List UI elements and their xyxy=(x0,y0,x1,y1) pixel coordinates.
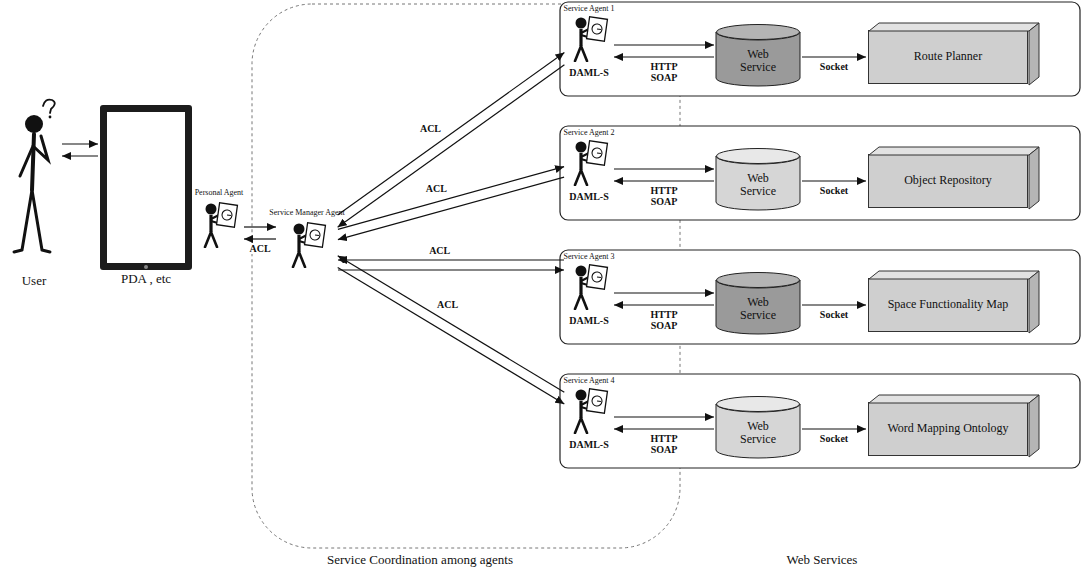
pda-device: PDA , etc xyxy=(100,105,192,270)
acl-connector xyxy=(802,180,866,181)
agent-node: Service Agent 2 DAML-S xyxy=(566,128,612,202)
agent-node: Service Agent 1 DAML-S xyxy=(566,4,612,78)
cylinder-top xyxy=(717,273,800,288)
connector-label: ACL xyxy=(424,183,449,194)
acl-connector xyxy=(614,428,714,429)
box-top-face xyxy=(869,271,1039,279)
cylinder-top xyxy=(717,397,800,412)
acl-connector xyxy=(338,259,564,260)
acl-connector xyxy=(338,177,564,240)
acl-connector xyxy=(244,238,276,239)
acl-connector xyxy=(802,428,866,429)
node-label: Service Agent 2 xyxy=(563,128,614,137)
node-sublabel: DAML-S xyxy=(569,191,608,202)
agent-node: Personal Agent xyxy=(196,188,242,258)
web-service-cylinder: Web Service xyxy=(716,396,800,458)
cylinder-body xyxy=(716,404,800,458)
box-top-face xyxy=(869,23,1039,31)
connector-label: Socket xyxy=(818,185,850,196)
acl-connector xyxy=(614,292,714,293)
backend-box: Word Mapping Ontology xyxy=(868,402,1028,456)
connector-label: Socket xyxy=(818,433,850,444)
region-caption: Web Services xyxy=(787,552,858,568)
user-figure xyxy=(14,100,55,252)
acl-connector xyxy=(614,44,714,45)
cylinder-body xyxy=(716,32,800,86)
node-label: Service Agent 4 xyxy=(563,376,614,385)
node-label: User xyxy=(22,273,47,289)
connector-label: HTTP SOAP xyxy=(645,433,683,455)
cylinder-top xyxy=(717,149,800,164)
box-side-face xyxy=(1029,395,1039,457)
node-label: Service Agent 3 xyxy=(563,252,614,261)
acl-connector xyxy=(338,167,564,230)
node-label: Route Planner xyxy=(906,47,990,67)
cylinder-body xyxy=(716,156,800,210)
acl-connector xyxy=(244,226,276,227)
node-label: PDA , etc xyxy=(121,271,171,287)
service-panels xyxy=(560,2,1080,468)
user-figure-node: User xyxy=(8,100,60,265)
node-label: Web Service xyxy=(730,420,786,446)
backend-box: Object Repository xyxy=(868,154,1028,208)
node-sublabel: DAML-S xyxy=(569,439,608,450)
node-label: Space Functionality Map xyxy=(880,295,1017,315)
cylinder-top xyxy=(717,25,800,40)
agent-node: Service Agent 4 DAML-S xyxy=(566,376,612,450)
agent-node: Service Manager Agent xyxy=(278,208,336,278)
acl-connector xyxy=(614,416,714,417)
node-sublabel: DAML-S xyxy=(569,67,608,78)
connector-label: Socket xyxy=(818,309,850,320)
pda-button xyxy=(144,265,148,269)
backend-box: Route Planner xyxy=(868,30,1028,84)
box-side-face xyxy=(1029,147,1039,209)
box-side-face xyxy=(1029,23,1039,85)
web-service-cylinder: Web Service xyxy=(716,272,800,334)
connector-label: Socket xyxy=(818,61,850,72)
web-service-cylinder: Web Service xyxy=(716,148,800,210)
cylinder-body xyxy=(716,280,800,334)
acl-connector xyxy=(338,53,565,215)
acl-connector xyxy=(802,56,866,57)
box-top-face xyxy=(869,395,1039,403)
node-label: Object Repository xyxy=(896,171,1000,191)
acl-connector xyxy=(62,155,98,156)
web-service-cylinder: Web Service xyxy=(716,24,800,86)
backend-box: Space Functionality Map xyxy=(868,278,1028,332)
node-label: Word Mapping Ontology xyxy=(879,419,1016,439)
acl-connector xyxy=(802,304,866,305)
connector-label: HTTP SOAP xyxy=(645,185,683,207)
acl-connector xyxy=(62,143,98,144)
acl-connector xyxy=(338,65,565,227)
connector-label: ACL xyxy=(435,299,460,310)
acl-connector xyxy=(614,304,714,305)
agent-node: Service Agent 3 DAML-S xyxy=(566,252,612,326)
node-sublabel: DAML-S xyxy=(569,315,608,326)
acl-connector xyxy=(614,168,714,169)
acl-connector xyxy=(338,269,564,270)
connector-label: ACL xyxy=(418,123,443,134)
connector-label: ACL xyxy=(247,243,272,254)
node-label: Web Service xyxy=(730,296,786,322)
node-label: Service Manager Agent xyxy=(269,208,345,217)
agent-figures xyxy=(205,17,607,433)
acl-connector xyxy=(614,56,714,57)
acl-connector xyxy=(338,256,565,393)
region-caption: Service Coordination among agents xyxy=(327,552,513,568)
node-label: Personal Agent xyxy=(195,188,244,197)
node-label: Service Agent 1 xyxy=(563,4,614,13)
connector-label: HTTP SOAP xyxy=(645,309,683,331)
node-label: Web Service xyxy=(730,172,786,198)
box-top-face xyxy=(869,147,1039,155)
connector-label: HTTP SOAP xyxy=(645,61,683,83)
node-label: Web Service xyxy=(730,48,786,74)
acl-connector xyxy=(614,180,714,181)
connector-label: ACL xyxy=(427,245,452,256)
box-side-face xyxy=(1029,271,1039,333)
acl-connector xyxy=(338,267,565,404)
